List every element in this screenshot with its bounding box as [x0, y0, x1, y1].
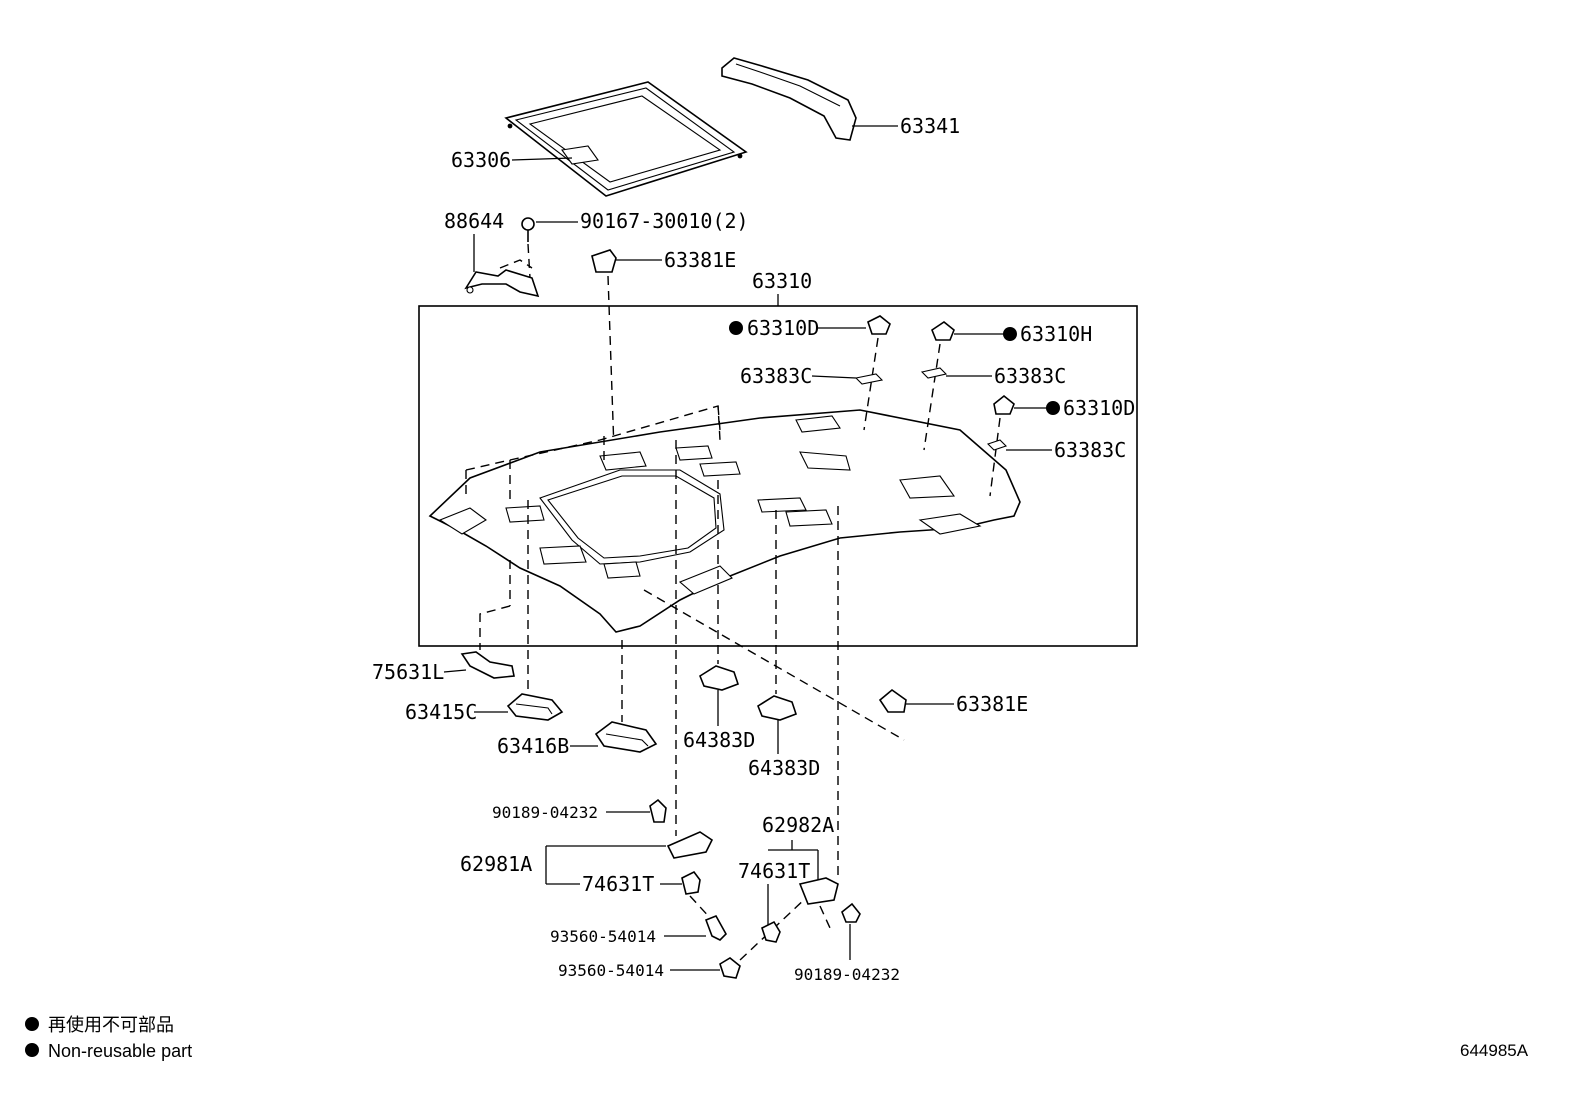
- legend-text-en: Non-reusable part: [48, 1041, 192, 1061]
- part-63310D-clip-b[interactable]: [989, 394, 1048, 497]
- legend-marker-en: [25, 1043, 39, 1057]
- part-64383D-a[interactable]: [699, 665, 740, 726]
- part-90189-04232-b[interactable]: [841, 902, 861, 960]
- label-63341: 63341: [900, 114, 960, 138]
- label-75631L: 75631L: [372, 660, 444, 684]
- part-90189-04232-a[interactable]: [606, 798, 667, 823]
- label-63383C-b: 63383C: [994, 364, 1066, 388]
- label-63381E-bottom: 63381E: [956, 692, 1028, 716]
- label-90189-04232-b: 90189-04232: [794, 965, 900, 984]
- part-63381E-clip-top[interactable]: [591, 249, 662, 451]
- part-63310H-clip[interactable]: [923, 321, 1004, 451]
- part-63383C-pad-b[interactable]: [920, 367, 992, 379]
- diagram-reference-number: 644985A: [1460, 1041, 1529, 1060]
- part-63383C-pad-c[interactable]: [986, 439, 1052, 451]
- label-63415C: 63415C: [405, 700, 477, 724]
- label-90167-30010: 90167-30010(2): [580, 209, 749, 233]
- non-reusable-marker: [729, 321, 743, 335]
- label-93560-54014-a: 93560-54014: [550, 927, 656, 946]
- label-63310: 63310: [752, 269, 812, 293]
- label-63310D-b: 63310D: [1063, 396, 1135, 420]
- non-reusable-marker: [1046, 401, 1060, 415]
- label-63416B: 63416B: [497, 734, 569, 758]
- label-74631T-a: 74631T: [582, 872, 654, 896]
- non-reusable-marker: [1003, 327, 1017, 341]
- label-63383C-a: 63383C: [740, 364, 812, 388]
- legend-marker-jp: [25, 1017, 39, 1031]
- label-62981A: 62981A: [460, 852, 532, 876]
- part-75631L[interactable]: [443, 651, 515, 679]
- part-90167-bolt[interactable]: [521, 217, 578, 279]
- label-93560-54014-b: 93560-54014: [558, 961, 664, 980]
- label-63310D-a: 63310D: [747, 316, 819, 340]
- part-63341-roof-trim-strip[interactable]: [721, 57, 898, 141]
- legend-text-jp: 再使用不可部品: [48, 1015, 174, 1035]
- part-64383D-b[interactable]: [757, 695, 798, 754]
- label-63381E-top: 63381E: [664, 248, 736, 272]
- part-63306-sunshade[interactable]: [504, 81, 748, 197]
- headliner-assembly-box: [418, 305, 1138, 647]
- part-63381E-clip-bottom[interactable]: [878, 688, 954, 713]
- part-63416B-lamp[interactable]: [570, 721, 658, 753]
- label-62982A: 62982A: [762, 813, 834, 837]
- part-63310D-clip-a[interactable]: [818, 315, 891, 431]
- label-63310H: 63310H: [1020, 322, 1092, 346]
- part-93560-54014-a[interactable]: [664, 914, 727, 941]
- part-74631T-cap-b[interactable]: [761, 884, 781, 943]
- label-74631T-b: 74631T: [738, 859, 810, 883]
- part-63415C-lamp[interactable]: [474, 693, 564, 721]
- part-88644-bracket[interactable]: [464, 234, 540, 298]
- label-63383C-c: 63383C: [1054, 438, 1126, 462]
- part-62982A-grip[interactable]: [768, 840, 839, 929]
- label-90189-04232-a: 90189-04232: [492, 803, 598, 822]
- label-88644: 88644: [444, 209, 504, 233]
- label-64383D-a: 64383D: [683, 728, 755, 752]
- part-62981A-grip[interactable]: [545, 831, 714, 885]
- label-63306: 63306: [451, 148, 511, 172]
- legend: 再使用不可部品 Non-reusable part: [25, 1015, 192, 1061]
- part-63383C-pad-a[interactable]: [811, 373, 884, 385]
- part-93560-54014-b[interactable]: [670, 895, 809, 979]
- label-64383D-b: 64383D: [748, 756, 820, 780]
- part-63310-headliner[interactable]: [428, 409, 1021, 633]
- part-74631T-cap-a[interactable]: [660, 870, 713, 921]
